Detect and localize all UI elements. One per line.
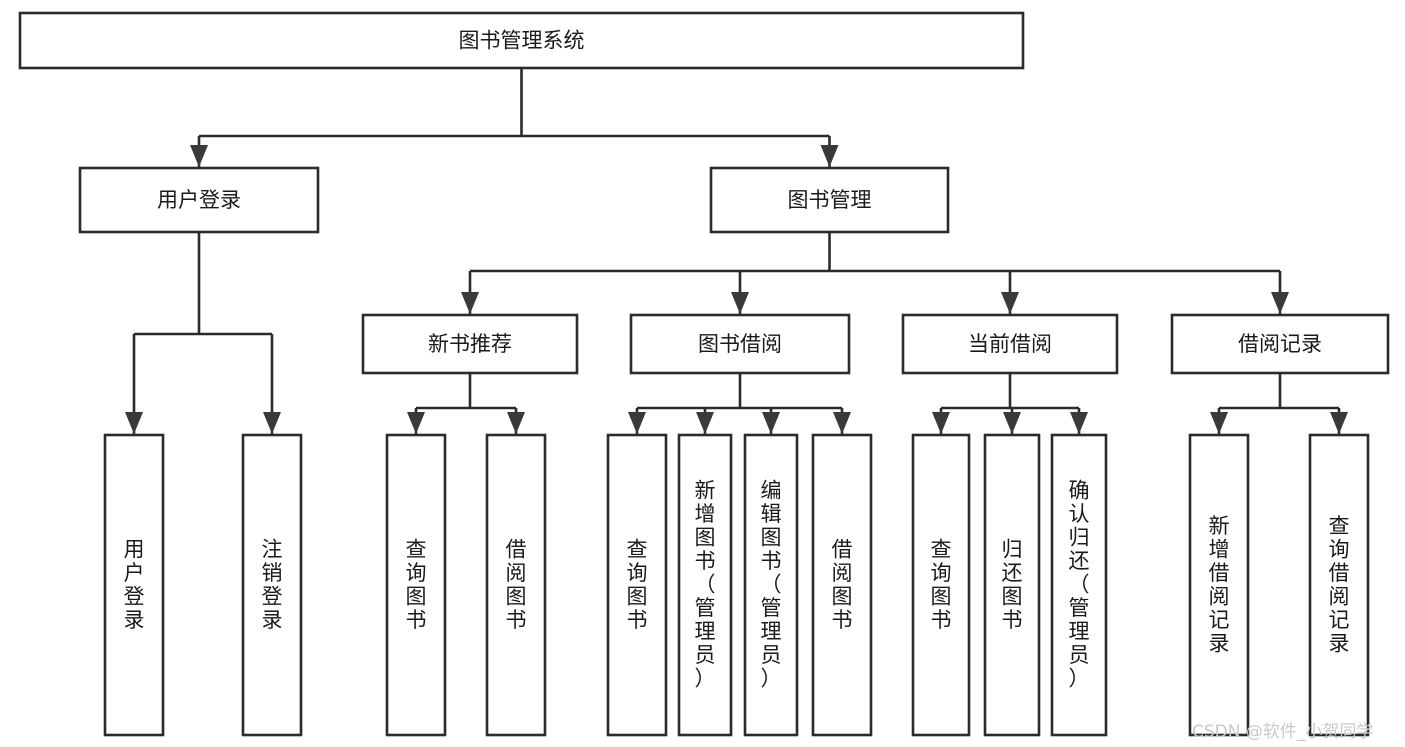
- arrow-head-icon: [628, 412, 646, 434]
- root-node-system-label: 图书管理系统: [459, 29, 585, 53]
- leaf-node-11-label: 新增借阅记录: [1209, 514, 1230, 656]
- arrow-head-icon: [263, 412, 281, 434]
- level3-node-3[interactable]: 借阅记录: [1170, 313, 1390, 375]
- leaf-node-4-box[interactable]: [606, 433, 668, 737]
- leaf-node-0[interactable]: 用户登录: [103, 433, 165, 737]
- level2-node-0-label: 用户登录: [157, 188, 241, 212]
- arrow-head-icon: [461, 292, 479, 314]
- leaf-node-5-label: 新增图书（管理员）: [695, 479, 716, 691]
- arrow-head-icon: [507, 412, 525, 434]
- root-node-system[interactable]: 图书管理系统: [18, 11, 1025, 70]
- arrow-head-icon: [731, 292, 749, 314]
- arrow-head-icon: [833, 412, 851, 434]
- leaf-node-2-label: 查询图书: [406, 537, 427, 632]
- level2-node-1[interactable]: 图书管理: [709, 166, 950, 234]
- csdn-watermark: CSDN @软件_小贺同学: [1192, 722, 1373, 742]
- leaf-node-5[interactable]: 新增图书（管理员）: [677, 433, 733, 737]
- arrow-head-icon: [932, 412, 950, 434]
- arrow-head-icon: [1330, 412, 1348, 434]
- leaf-node-10-label: 确认归还（管理员）: [1069, 479, 1090, 691]
- leaf-node-12-label: 查询借阅记录: [1329, 514, 1350, 656]
- arrow-head-icon: [407, 412, 425, 434]
- leaf-node-12-box[interactable]: [1308, 433, 1370, 737]
- leaf-node-12[interactable]: 查询借阅记录: [1308, 433, 1370, 737]
- leaf-node-11[interactable]: 新增借阅记录: [1188, 433, 1250, 737]
- leaf-node-1-box[interactable]: [241, 433, 303, 737]
- leaf-node-8-label: 查询图书: [931, 537, 952, 632]
- leaf-node-9-box[interactable]: [983, 433, 1041, 737]
- leaf-node-10[interactable]: 确认归还（管理员）: [1050, 433, 1108, 737]
- level3-node-2[interactable]: 当前借阅: [901, 313, 1119, 375]
- arrow-head-icon: [762, 412, 780, 434]
- leaf-node-7[interactable]: 借阅图书: [811, 433, 873, 737]
- arrow-head-icon: [125, 412, 143, 434]
- leaf-node-8[interactable]: 查询图书: [911, 433, 971, 737]
- level3-node-2-label: 当前借阅: [968, 332, 1052, 356]
- leaf-node-4-label: 查询图书: [627, 537, 648, 632]
- level3-node-2-box[interactable]: [901, 313, 1119, 375]
- level3-node-0-box[interactable]: [361, 313, 579, 375]
- arrow-head-icon: [1271, 292, 1289, 314]
- arrow-head-icon: [1003, 412, 1021, 434]
- level3-node-3-label: 借阅记录: [1238, 332, 1322, 356]
- level3-node-1-box[interactable]: [629, 313, 851, 375]
- leaf-node-3[interactable]: 借阅图书: [485, 433, 547, 737]
- leaf-node-7-box[interactable]: [811, 433, 873, 737]
- leaf-node-10-box[interactable]: [1050, 433, 1108, 737]
- leaf-node-6-label: 编辑图书（管理员）: [761, 479, 782, 691]
- arrow-head-icon: [1210, 412, 1228, 434]
- leaf-node-7-label: 借阅图书: [832, 537, 853, 632]
- level3-node-1[interactable]: 图书借阅: [629, 313, 851, 375]
- leaf-node-1-label: 注销登录: [262, 537, 283, 632]
- arrow-head-icon: [1070, 412, 1088, 434]
- leaf-node-0-label: 用户登录: [124, 537, 145, 632]
- leaf-node-6[interactable]: 编辑图书（管理员）: [743, 433, 799, 737]
- arrow-head-icon: [190, 145, 208, 167]
- leaf-node-3-label: 借阅图书: [506, 537, 527, 632]
- nodes-layer: 图书管理系统用户登录图书管理新书推荐图书借阅当前借阅借阅记录用户登录注销登录查询…: [18, 11, 1390, 737]
- level2-node-0[interactable]: 用户登录: [78, 166, 320, 234]
- level2-node-1-label: 图书管理: [788, 188, 872, 212]
- leaf-node-1[interactable]: 注销登录: [241, 433, 303, 737]
- leaf-node-5-box[interactable]: [677, 433, 733, 737]
- leaf-node-2-box[interactable]: [385, 433, 447, 737]
- leaf-node-9-label: 归还图书: [1002, 537, 1023, 632]
- leaf-node-0-box[interactable]: [103, 433, 165, 737]
- arrow-head-icon: [696, 412, 714, 434]
- level3-node-1-label: 图书借阅: [698, 332, 782, 356]
- leaf-node-4[interactable]: 查询图书: [606, 433, 668, 737]
- leaf-node-8-box[interactable]: [911, 433, 971, 737]
- level2-node-1-box[interactable]: [709, 166, 950, 234]
- leaf-node-3-box[interactable]: [485, 433, 547, 737]
- level2-node-0-box[interactable]: [78, 166, 320, 234]
- connectors-layer: [125, 68, 1348, 434]
- level3-node-0-label: 新书推荐: [428, 332, 512, 356]
- leaf-node-6-box[interactable]: [743, 433, 799, 737]
- leaf-node-11-box[interactable]: [1188, 433, 1250, 737]
- root-node-system-box[interactable]: [18, 11, 1025, 70]
- leaf-node-2[interactable]: 查询图书: [385, 433, 447, 737]
- leaf-node-9[interactable]: 归还图书: [983, 433, 1041, 737]
- arrow-head-icon: [1001, 292, 1019, 314]
- level3-node-3-box[interactable]: [1170, 313, 1390, 375]
- arrow-head-icon: [820, 145, 839, 167]
- level3-node-0[interactable]: 新书推荐: [361, 313, 579, 375]
